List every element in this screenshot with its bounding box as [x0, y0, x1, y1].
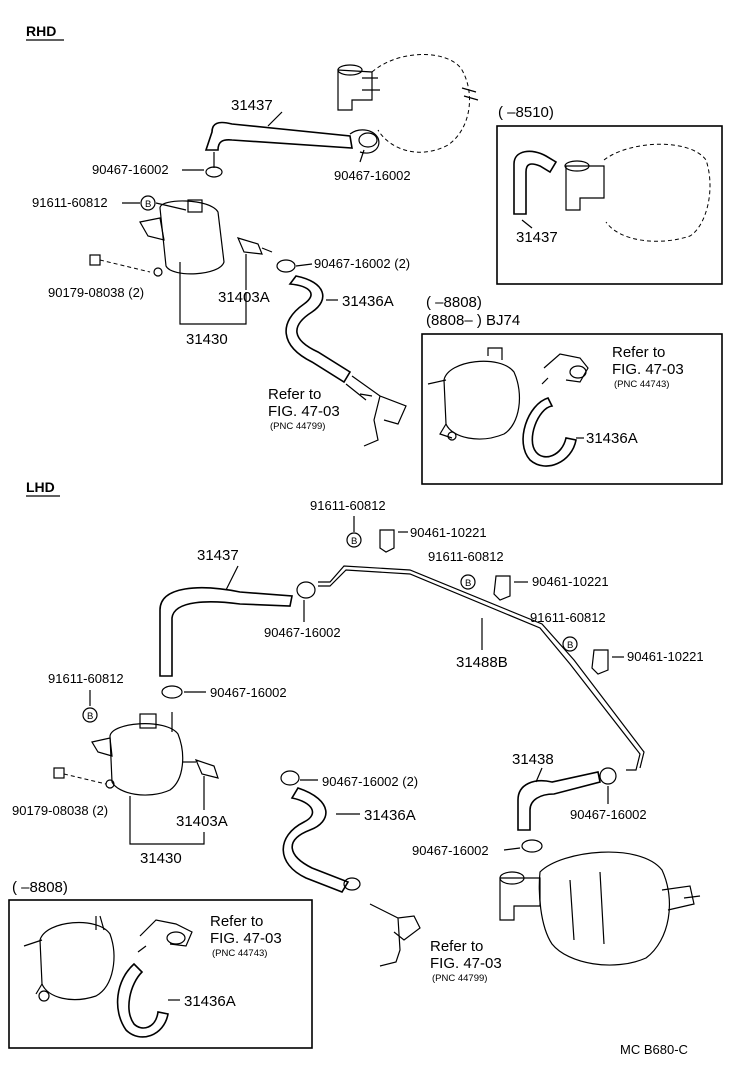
inset-bj74-range-bottom: (8808– ) BJ74: [426, 312, 520, 329]
inset-8808-lhd-frame: [8, 899, 313, 1049]
label-clamp-left-rhd: 90467-16002: [92, 162, 169, 177]
refer-pnc-lhd: (PNC 44799): [432, 973, 487, 984]
refer-fig-text-lhd: FIG. 47-03: [430, 955, 502, 972]
label-clamp-right-rhd: 90467-16002: [334, 168, 411, 183]
label-bolt-right-lhd: 91611-60812: [530, 610, 606, 625]
badge-bolt-left-lhd: B: [87, 711, 93, 722]
vacuum-tank-rhd: 91611-60812 B: [32, 195, 225, 277]
clamp-right-rhd: 90467-16002: [334, 132, 411, 183]
brake-booster-lhd: [499, 851, 701, 966]
inset-bj74-rhd: ( –8808) (8808– ) BJ74 Refer to FIG. 47-…: [421, 294, 723, 485]
refer-fig-text-rhd: FIG. 47-03: [268, 403, 340, 420]
refer-label-lhd: Refer to: [430, 938, 483, 955]
label-31430-rhd: 31430: [186, 331, 228, 348]
check-valve-rhd: 31403A: [218, 237, 273, 306]
inset-bj74-hose: 31436A: [586, 430, 638, 447]
refer-pnc-rhd: (PNC 44799): [270, 421, 325, 432]
label-bracket-top-lhd: 90461-10221: [410, 525, 487, 540]
bolt-bracket-top-lhd: 91611-60812 B 90461-10221: [310, 498, 487, 553]
inset-bj74-fig: FIG. 47-03: [612, 361, 684, 378]
nut-rhd: 90179-08038 (2): [48, 254, 151, 300]
label-bolt-top-lhd: 91611-60812: [310, 498, 386, 513]
refer-fig-rhd: Refer to FIG. 47-03 (PNC 44799): [268, 375, 407, 447]
inset-8510-rhd: ( –8510) 31437: [496, 104, 723, 285]
vacuum-tank-lhd: [91, 712, 219, 796]
label-31436a-lhd: 31436A: [364, 807, 416, 824]
label-nut-lhd: 90179-08038 (2): [12, 803, 108, 818]
label-bolt-rhd: 91611-60812: [32, 195, 108, 210]
label-bracket-right-lhd: 90461-10221: [627, 649, 704, 664]
inset-8808-lhd-refer-label: Refer to: [210, 913, 263, 930]
refer-fig-lhd: Refer to FIG. 47-03 (PNC 44799): [369, 903, 502, 984]
label-clamp-hose-lhd: 90467-16002: [264, 625, 341, 640]
inset-8808-lhd-hose: 31436A: [184, 993, 236, 1010]
bolt-bracket-right-lhd: 91611-60812 B 90461-10221: [530, 610, 704, 675]
pipe-31488b-lhd: 31488B: [318, 565, 645, 771]
inset-8510-part: 31437: [516, 229, 558, 246]
label-31436a-rhd: 31436A: [342, 293, 394, 310]
label-31438-lhd: 31438: [512, 751, 554, 768]
hose-31436a-rhd: 31436A: [285, 275, 394, 384]
clamp-tank-lhd: 90467-16002: [161, 685, 287, 700]
label-31403a-rhd: 31403A: [218, 289, 270, 306]
clamp-lower-lhd: 90467-16002: [412, 839, 543, 858]
inset-bj74-frame: [421, 333, 723, 485]
hose-31436a-lhd: 31436A: [282, 787, 416, 893]
label-clamp-pair-rhd: 90467-16002 (2): [314, 256, 410, 271]
hose-31437-lhd: 31437: [159, 547, 293, 677]
clamp-pair-rhd: 90467-16002 (2): [276, 256, 410, 273]
inset-bj74-refer-label: Refer to: [612, 344, 665, 361]
label-clamp-pair-lhd: 90467-16002 (2): [322, 774, 418, 789]
label-31403a-lhd: 31403A: [176, 813, 228, 830]
clamp-left-rhd: 90467-16002: [92, 152, 223, 178]
label-31430-lhd: 31430: [140, 850, 182, 867]
label-clamp-31438-lhd: 90467-16002: [570, 807, 647, 822]
clamp-31438-lhd: 90467-16002: [570, 767, 647, 822]
inset-8808-lhd-range: ( –8808): [12, 879, 68, 896]
inset-8808-lhd-fig: FIG. 47-03: [210, 930, 282, 947]
inset-8808-lhd-pnc: (PNC 44743): [212, 948, 267, 959]
rhd-section: RHD 31437 90467-16002 90467-16002: [26, 23, 723, 485]
hose-31438-lhd: 31438: [512, 751, 601, 831]
badge-bolt-rhd: B: [145, 199, 151, 210]
brake-booster-rhd: [337, 54, 479, 153]
label-nut-rhd: 90179-08038 (2): [48, 285, 144, 300]
inset-8510-frame: [496, 125, 723, 285]
label-bracket-mid-lhd: 90461-10221: [532, 574, 609, 589]
figure-code: MC B680-C: [620, 1042, 688, 1057]
clamp-pair-lhd: 90467-16002 (2): [280, 770, 418, 789]
tank-bracket-label-lhd: 31430: [129, 796, 205, 867]
label-clamp-tank-lhd: 90467-16002: [210, 685, 287, 700]
bolt-bracket-mid-lhd: 91611-60812 B 90461-10221: [428, 549, 609, 601]
label-bolt-left-lhd: 91611-60812: [48, 671, 124, 686]
badge-bolt-top-lhd: B: [351, 536, 357, 547]
label-clamp-lower-lhd: 90467-16002: [412, 843, 489, 858]
inset-8808-lhd: ( –8808) Refer to FIG. 47-03 (PNC 44743)…: [8, 879, 313, 1049]
lhd-heading: LHD: [26, 479, 55, 495]
bolt-left-lhd: 91611-60812 B: [48, 671, 124, 723]
lhd-section: LHD 91611-60812 B 90461-10221 91611-6081…: [8, 479, 704, 1049]
badge-bolt-right-lhd: B: [567, 640, 573, 651]
label-bolt-mid-lhd: 91611-60812: [428, 549, 504, 564]
inset-8510-range: ( –8510): [498, 104, 554, 121]
rhd-heading: RHD: [26, 23, 56, 39]
label-31437-lhd: 31437: [197, 547, 239, 564]
refer-label-rhd: Refer to: [268, 386, 321, 403]
hose-31437-rhd: 31437: [204, 97, 380, 154]
inset-bj74-range-top: ( –8808): [426, 294, 482, 311]
tank-bracket-label-rhd: 31430: [179, 262, 247, 348]
badge-bolt-mid-lhd: B: [465, 578, 471, 589]
clamp-hose-lhd: 90467-16002: [264, 581, 341, 640]
inset-bj74-pnc: (PNC 44743): [614, 379, 669, 390]
label-31437-rhd: 31437: [231, 97, 273, 114]
valve-label-lhd: 31403A: [176, 776, 228, 830]
nut-lhd: 90179-08038 (2): [12, 767, 108, 818]
label-31488b-lhd: 31488B: [456, 654, 508, 671]
